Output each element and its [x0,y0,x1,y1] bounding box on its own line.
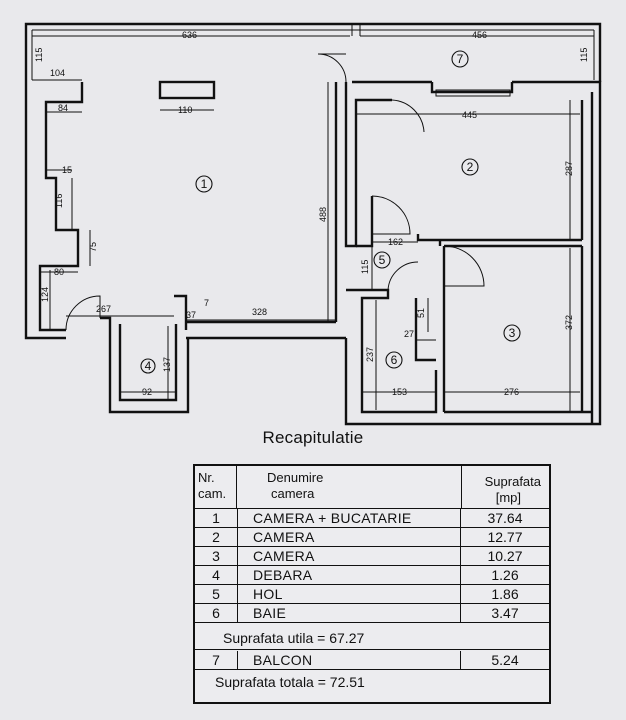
room-marker-1: 1 [195,175,213,193]
header-nr: Nr. [198,470,215,485]
dim-110: 110 [178,105,192,115]
room-marker-7: 7 [451,50,469,68]
dim-287: 287 [564,161,574,176]
row-nr: 2 [212,529,220,545]
svg-text:5: 5 [379,253,386,267]
dim-276: 276 [504,387,519,397]
dim-115-left: 115 [34,48,44,62]
table-row: 6 BAIE 3.47 [195,604,549,623]
dim-162: 162 [388,237,403,247]
row-area: 5.24 [491,652,519,668]
total-area: Suprafata totala = 72.51 [215,674,365,690]
dim-456: 456 [472,30,487,40]
table-row-balcony: 7 BALCON 5.24 [195,651,549,670]
row-name: BALCON [253,652,313,668]
svg-text:1: 1 [201,177,208,191]
row-nr: 7 [212,652,220,668]
dim-267: 267 [96,304,111,314]
header-col-nr [195,466,237,508]
svg-text:4: 4 [145,359,152,373]
svg-text:2: 2 [467,160,474,174]
dim-37: 37 [186,310,196,320]
dim-116: 116 [54,194,64,208]
svg-text:7: 7 [457,52,464,66]
dim-92: 92 [142,387,152,397]
row-name: DEBARA [253,567,313,583]
dim-237: 237 [365,347,375,362]
row-area: 1.26 [491,567,519,583]
dim-7: 7 [204,298,209,308]
outer-walls [24,80,602,426]
header-col-area [461,466,549,508]
dim-115-right: 115 [579,48,589,62]
dim-27: 27 [404,329,414,339]
svg-text:6: 6 [391,353,398,367]
row-area: 12.77 [487,529,523,545]
table-row: 3 CAMERA 10.27 [195,547,549,566]
row-area: 37.64 [487,510,523,526]
dim-51: 51 [416,308,426,318]
row-nr: 5 [212,586,220,602]
dim-636: 636 [182,30,197,40]
header-cam: cam. [198,486,227,501]
header-area-1: Suprafata [484,474,541,489]
door-swings [65,53,485,331]
dim-124: 124 [40,287,50,302]
table-row: 4 DEBARA 1.26 [195,566,549,585]
table-row: 1 CAMERA + BUCATARIE 37.64 [195,509,549,528]
dim-488: 488 [318,207,328,222]
row-name: BAIE [253,605,287,621]
dim-75: 75 [88,242,98,252]
row-nr: 3 [212,548,220,564]
row-nr: 1 [212,510,220,526]
row-area: 3.47 [491,605,519,621]
recap-table: Nr. cam. Denumire camera Suprafata [mp] … [193,464,551,704]
header-name-2: camera [271,486,315,501]
recap-title: Recapitulatie [262,428,364,447]
recap-header: Nr. cam. Denumire camera Suprafata [mp] [195,466,549,509]
dimension-lines [32,35,594,412]
row-name: CAMERA + BUCATARIE [253,510,412,526]
dim-372: 372 [564,315,574,330]
room-marker-6: 6 [385,351,403,369]
row-nr: 6 [212,605,220,621]
table-row: 2 CAMERA 12.77 [195,528,549,547]
room-marker-3: 3 [503,324,521,342]
room-marker-4: 4 [140,358,156,374]
room-marker-2: 2 [461,158,479,176]
dim-115-hall: 115 [360,260,370,274]
dim-153: 153 [392,387,407,397]
svg-text:3: 3 [509,326,516,340]
row-nr: 4 [212,567,220,583]
useful-area: Suprafata utila = 67.27 [195,626,549,650]
dim-84: 84 [58,103,68,113]
floor-plan: 636 456 115 115 104 84 110 445 287 15 11… [24,22,602,426]
header-name-1: Denumire [267,470,324,485]
row-name: CAMERA [253,529,315,545]
room-marker-5: 5 [373,251,391,269]
table-row: 5 HOL 1.86 [195,585,549,604]
dim-104: 104 [50,68,65,78]
row-name: HOL [253,586,283,602]
row-area: 1.86 [491,586,519,602]
dim-15: 15 [62,165,72,175]
row-area: 10.27 [487,548,523,564]
dim-445: 445 [462,110,477,120]
dim-328: 328 [252,307,267,317]
row-name: CAMERA [253,548,315,564]
dim-137: 137 [162,357,172,372]
dim-80: 80 [54,267,64,277]
balcony-outline [24,22,602,82]
header-area-2: [mp] [495,490,521,505]
